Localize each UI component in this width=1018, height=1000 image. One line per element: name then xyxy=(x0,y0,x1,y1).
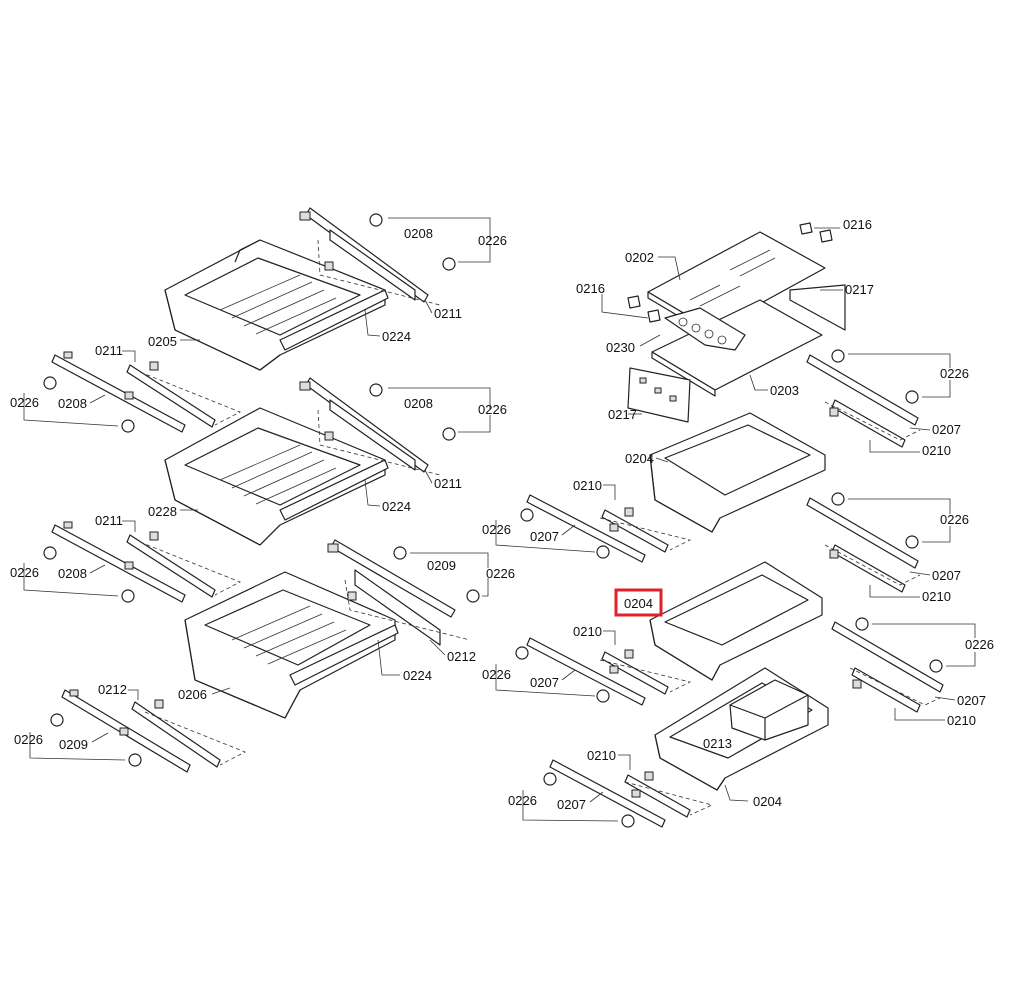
label-0228: 0228 xyxy=(148,504,177,519)
label-0216: 0216 xyxy=(576,281,605,296)
drawer-0206[interactable] xyxy=(184,571,399,719)
label-0208: 0208 xyxy=(404,396,433,411)
label-0210: 0210 xyxy=(922,443,951,458)
label-0224: 0224 xyxy=(382,329,411,344)
label-0207: 0207 xyxy=(932,568,961,583)
label-0208: 0208 xyxy=(58,396,87,411)
label-0211: 0211 xyxy=(95,513,123,528)
label-0204-highlighted: 0204 xyxy=(624,596,653,611)
label-0210: 0210 xyxy=(573,624,602,639)
label-0224: 0224 xyxy=(403,668,432,683)
label-0208: 0208 xyxy=(404,226,433,241)
label-0210: 0210 xyxy=(573,478,602,493)
label-0217: 0217 xyxy=(845,282,874,297)
label-0206: 0206 xyxy=(178,687,207,702)
drawer-0204-middle[interactable] xyxy=(649,561,823,681)
label-0207: 0207 xyxy=(957,693,986,708)
label-0217: 0217 xyxy=(608,407,637,422)
label-0224: 0224 xyxy=(382,499,411,514)
label-0210: 0210 xyxy=(922,589,951,604)
label-0226: 0226 xyxy=(10,395,39,410)
label-0226: 0226 xyxy=(940,366,969,381)
label-0211: 0211 xyxy=(95,343,123,358)
label-0207: 0207 xyxy=(530,675,559,690)
label-0204: 0204 xyxy=(625,451,654,466)
rail-0207-right-2[interactable] xyxy=(806,492,921,593)
label-0204: 0204 xyxy=(753,794,782,809)
label-0211: 0211 xyxy=(434,306,462,321)
label-0208: 0208 xyxy=(58,566,87,581)
label-0203: 0203 xyxy=(770,383,799,398)
label-0226: 0226 xyxy=(965,637,994,652)
label-0210: 0210 xyxy=(587,748,616,763)
rail-0211-left-2[interactable] xyxy=(43,521,241,603)
label-0207: 0207 xyxy=(530,529,559,544)
label-0212: 0212 xyxy=(98,682,127,697)
label-0202: 0202 xyxy=(625,250,654,265)
clip-0216[interactable] xyxy=(627,222,833,323)
rail-0209-middle[interactable] xyxy=(327,539,480,646)
rail-0208-top[interactable] xyxy=(299,207,456,306)
rail-0209-left[interactable] xyxy=(50,689,246,773)
rail-0211-left-1[interactable] xyxy=(43,351,241,433)
label-0226: 0226 xyxy=(940,512,969,527)
label-0226: 0226 xyxy=(14,732,43,747)
label-0226: 0226 xyxy=(482,522,511,537)
trim-0217-right[interactable] xyxy=(789,284,846,331)
label-0210: 0210 xyxy=(947,713,976,728)
label-0205: 0205 xyxy=(148,334,177,349)
label-0226: 0226 xyxy=(482,667,511,682)
rail-0208-middle[interactable] xyxy=(299,377,456,476)
label-0216: 0216 xyxy=(843,217,872,232)
label-0226: 0226 xyxy=(10,565,39,580)
label-0212: 0212 xyxy=(447,649,476,664)
drawer-0204-upper[interactable] xyxy=(649,412,826,533)
rail-0207-center-1[interactable] xyxy=(520,494,692,563)
drawer-0228[interactable] xyxy=(164,407,389,546)
control-panel-0217[interactable] xyxy=(627,367,691,423)
label-0209: 0209 xyxy=(427,558,456,573)
shelf-frame-0203[interactable] xyxy=(651,299,823,397)
label-0226: 0226 xyxy=(478,402,507,417)
label-0226: 0226 xyxy=(508,793,537,808)
label-0207: 0207 xyxy=(932,422,961,437)
rail-0207-center-3[interactable] xyxy=(543,759,714,828)
label-0207: 0207 xyxy=(557,797,586,812)
label-0211: 0211 xyxy=(434,476,462,491)
rail-0207-center-2[interactable] xyxy=(515,637,692,706)
rail-0207-right-3[interactable] xyxy=(831,617,944,713)
label-0226: 0226 xyxy=(478,233,507,248)
highlight-box xyxy=(614,588,663,617)
rail-0207-right-1[interactable] xyxy=(806,349,921,448)
insert-0213[interactable] xyxy=(729,679,809,741)
label-0230: 0230 xyxy=(606,340,635,355)
label-0226: 0226 xyxy=(486,566,515,581)
label-0209: 0209 xyxy=(59,737,88,752)
drawer-0205[interactable] xyxy=(164,239,389,371)
label-0213: 0213 xyxy=(703,736,732,751)
